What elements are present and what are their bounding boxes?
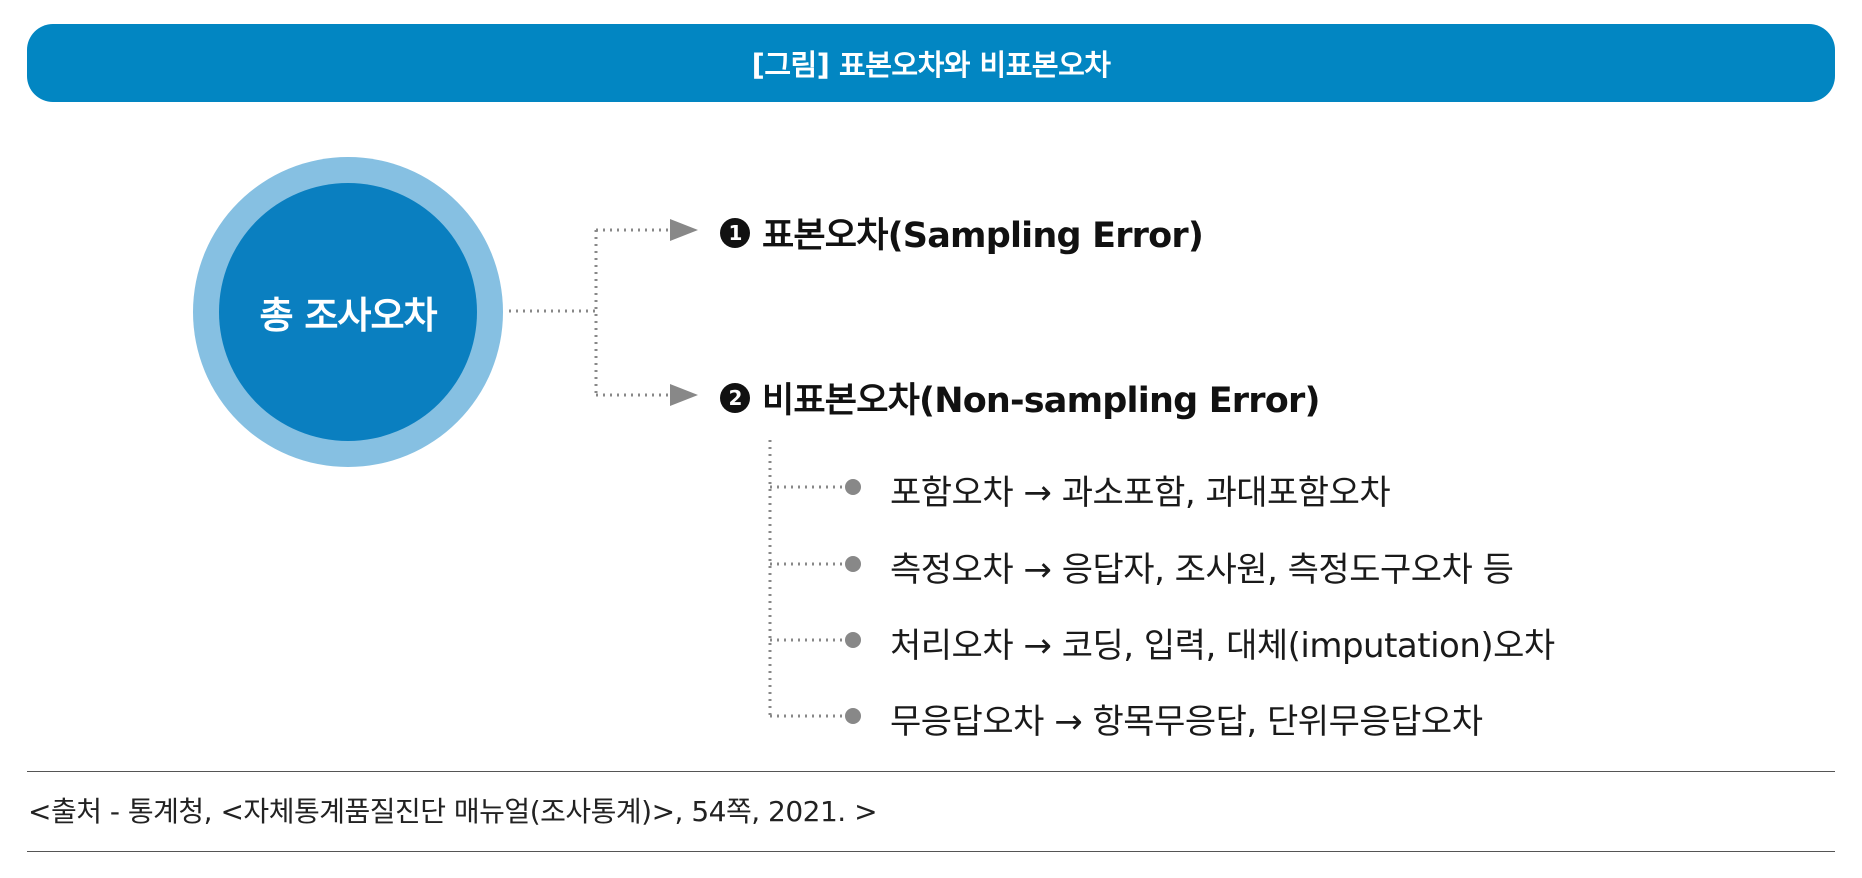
- total-error-label: 총 조사오차: [259, 294, 437, 337]
- arrow-icon: [670, 384, 698, 406]
- branch-label: 표본오차(Sampling Error): [762, 216, 1204, 256]
- number-badge-icon: 1: [720, 217, 750, 248]
- branch-non-sampling-error: 2 비표본오차(Non-sampling Error): [720, 372, 1320, 423]
- bullet-icon: [845, 556, 861, 572]
- divider-bottom: [27, 851, 1835, 852]
- title-banner: [그림] 표본오차와 비표본오차: [27, 24, 1835, 102]
- bullet-icon: [845, 708, 861, 724]
- branch-sampling-error: 1 표본오차(Sampling Error): [720, 207, 1204, 258]
- arrow-icon: [670, 219, 698, 241]
- number-badge-icon: 2: [720, 382, 750, 413]
- source-note: <출처 - 통계청, <자체통계품질진단 매뉴얼(조사통계)>, 54쪽, 20…: [28, 795, 878, 828]
- bullet-icon: [845, 479, 861, 495]
- total-error-circle: 총 조사오차: [219, 183, 477, 441]
- sub-item-nonresponse-error: 무응답오차 → 항목무응답, 단위무응답오차: [890, 702, 1483, 742]
- sub-item-processing-error: 처리오차 → 코딩, 입력, 대체(imputation)오차: [890, 626, 1555, 666]
- figure-title: [그림] 표본오차와 비표본오차: [751, 48, 1111, 82]
- sub-item-measurement-error: 측정오차 → 응답자, 조사원, 측정도구오차 등: [890, 550, 1514, 590]
- sub-item-coverage-error: 포함오차 → 과소포함, 과대포함오차: [890, 473, 1391, 513]
- bullet-icon: [845, 632, 861, 648]
- divider-top: [27, 771, 1835, 772]
- branch-label: 비표본오차(Non-sampling Error): [762, 381, 1320, 421]
